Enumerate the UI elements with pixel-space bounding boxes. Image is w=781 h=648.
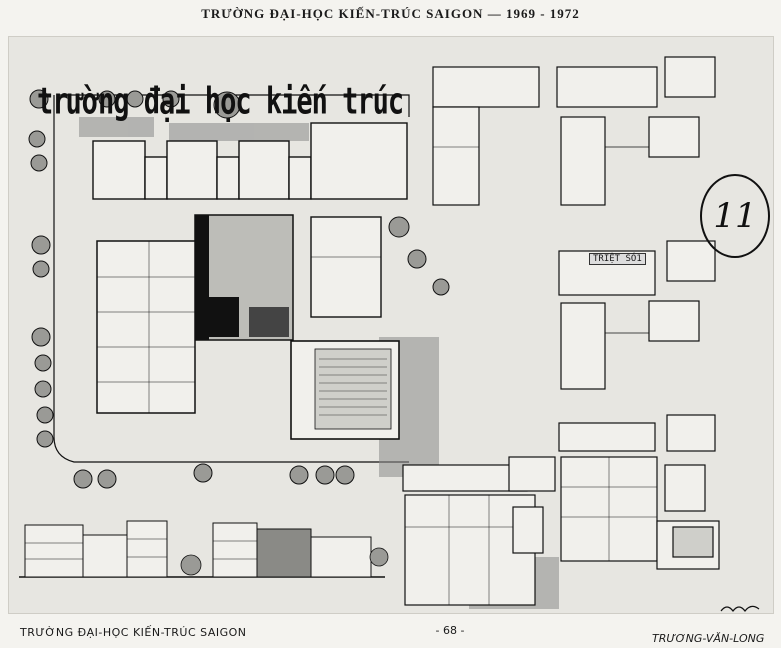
- floor-plan-bottom: [402, 456, 556, 606]
- drawing-board: trường đại học kiến trúc 11 TRIỆT SÓ1: [8, 36, 774, 614]
- middle-right-block: [310, 216, 382, 318]
- sheet-number-circle: 11: [700, 174, 770, 258]
- site-plan-drawing: [19, 56, 760, 612]
- trees: [28, 89, 450, 489]
- page-number: - 68 -: [435, 624, 465, 637]
- auditorium: [290, 340, 400, 440]
- plan-stamp: TRIỆT SÓ1: [589, 253, 646, 265]
- footer-school-name: TRƯỜNG ĐẠI-HỌC KIẾN-TRÚC SAIGON: [20, 626, 247, 639]
- top-buildings: [92, 122, 408, 200]
- left-wing: [96, 240, 196, 414]
- floor-plan-lower: [558, 414, 720, 570]
- page-header: TRƯỜNG ĐẠI-HỌC KIẾN-TRÚC SAIGON — 1969 -…: [201, 6, 580, 21]
- floor-plan-upper-right: [556, 56, 716, 206]
- author-name: TRƯƠNG-VĂN-LONG: [652, 632, 765, 645]
- floor-plan-upper-left: [432, 66, 540, 206]
- central-courtyard: [194, 214, 294, 341]
- board-title: trường đại học kiến trúc: [37, 81, 404, 123]
- signature-mark: [720, 605, 760, 612]
- section-elevation: [19, 520, 389, 578]
